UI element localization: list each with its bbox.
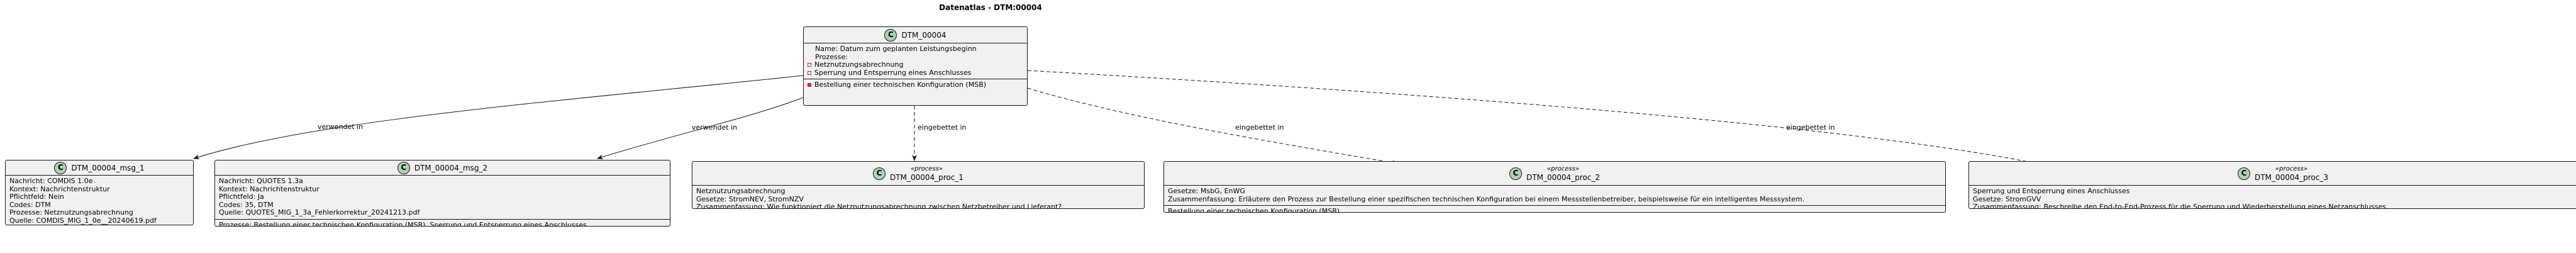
attr-process: Netznutzungsabrechnung bbox=[814, 60, 904, 69]
class-attributes: Netznutzungsabrechnung Gesetze: StromNEV… bbox=[692, 186, 1144, 209]
attr-line: Prozesse: Netznutzungsabrechnung bbox=[9, 208, 133, 216]
class-header: C «process» DTM_00004_proc_2 bbox=[1164, 162, 1945, 186]
attr-line: Kontext: Nachrichtenstruktur bbox=[9, 184, 110, 193]
edge-main-msg1 bbox=[193, 75, 804, 160]
class-name: DTM_00004 bbox=[901, 30, 947, 40]
class-methods: Bestellung einer technischen Konfigurati… bbox=[804, 79, 1027, 91]
edge-label-proc3: eingebettet in bbox=[1786, 123, 1835, 132]
private-field-icon bbox=[808, 63, 811, 67]
attr-line: Gesetze: StromGVV bbox=[1973, 194, 2041, 203]
class-dtm-00004-proc-2[interactable]: C «process» DTM_00004_proc_2 Gesetze: Ms… bbox=[1163, 161, 1946, 213]
class-attributes: Gesetze: MsbG, EnWG Zusammenfassung: Erl… bbox=[1164, 186, 1945, 205]
edge-label-proc1: eingebettet in bbox=[918, 123, 967, 132]
class-dtm-00004-msg-1[interactable]: C DTM_00004_msg_1 Nachricht: COMDIS 1.0e… bbox=[5, 160, 194, 225]
stereotype-label: «process» bbox=[2275, 165, 2307, 172]
class-dtm-00004-msg-2[interactable]: C DTM_00004_msg_2 Nachricht: QUOTES 1.3a… bbox=[214, 160, 670, 227]
edge-label-msg1: verwendet in bbox=[318, 123, 364, 131]
attr-line: Codes: 35, DTM bbox=[219, 200, 274, 209]
attr-process-row: Netznutzungsabrechnung bbox=[808, 60, 1023, 69]
class-header: C «process» DTM_00004_proc_1 bbox=[692, 162, 1144, 186]
class-header: C DTM_00004 bbox=[804, 27, 1027, 43]
attr-line: Name: Datum zum geplanten Leistungsbegin… bbox=[815, 45, 977, 53]
class-header: C «process» DTM_00004_proc_3 bbox=[1969, 162, 2576, 186]
class-name: DTM_00004_msg_2 bbox=[414, 163, 488, 172]
attr-line: Nachricht: COMDIS 1.0e bbox=[9, 177, 93, 185]
class-dtm-00004-proc-1[interactable]: C «process» DTM_00004_proc_1 Netznutzung… bbox=[692, 161, 1145, 209]
class-c-icon: C bbox=[54, 161, 67, 174]
edge-main-proc2 bbox=[1027, 87, 1399, 166]
private-method-icon bbox=[808, 83, 811, 87]
method-line: Bestellung einer technischen Konfigurati… bbox=[1168, 207, 1340, 213]
method-line: Bestellung einer technischen Konfigurati… bbox=[814, 81, 987, 89]
class-c-icon: C bbox=[397, 161, 410, 174]
class-name: DTM_00004_msg_1 bbox=[71, 163, 145, 172]
edge-label-proc2: eingebettet in bbox=[1235, 123, 1284, 132]
attr-line: Zusammenfassung: Wie funktioniert die Ne… bbox=[696, 203, 1062, 209]
class-attributes: Name: Datum zum geplanten Leistungsbegin… bbox=[804, 43, 1027, 79]
private-field-icon bbox=[808, 70, 811, 75]
attr-line: Sperrung und Entsperrung eines Anschluss… bbox=[1973, 187, 2130, 195]
attr-line: Pflichtfeld: Ja bbox=[219, 193, 264, 201]
attr-line: Quelle: QUOTES_MIG_1_3a_Fehlerkorrektur_… bbox=[219, 208, 420, 216]
class-name: DTM_00004_proc_3 bbox=[2255, 172, 2328, 182]
attr-line: Kontext: Nachrichtenstruktur bbox=[219, 184, 319, 193]
class-attributes: Nachricht: QUOTES 1.3a Kontext: Nachrich… bbox=[215, 176, 670, 219]
attr-line: Zusammenfassung: Beschreibe den End-to-E… bbox=[1973, 203, 2386, 209]
edge-main-proc3 bbox=[1027, 70, 2045, 167]
class-header: C DTM_00004_msg_1 bbox=[6, 160, 193, 176]
attr-process: Sperrung und Entsperrung eines Anschluss… bbox=[814, 68, 972, 77]
stereotype-label: «process» bbox=[911, 165, 943, 172]
class-dtm-00004-proc-3[interactable]: C «process» DTM_00004_proc_3 Sperrung un… bbox=[1968, 161, 2576, 209]
attr-line: Gesetze: MsbG, EnWG bbox=[1168, 187, 1245, 195]
class-methods: Bestellung einer technischen Konfigurati… bbox=[1164, 205, 1945, 213]
class-header: C DTM_00004_msg_2 bbox=[215, 160, 670, 176]
class-name: DTM_00004_proc_1 bbox=[890, 172, 963, 182]
edge-main-msg2 bbox=[597, 97, 804, 160]
attr-line: Quelle: COMDIS_MIG_1_0e__20240619.pdf bbox=[9, 216, 157, 225]
diagram-title: Datenatlas - DTM:00004 bbox=[939, 3, 1042, 12]
stereotype-label: «process» bbox=[1547, 165, 1579, 172]
attr-line: Pflichtfeld: Nein bbox=[9, 193, 64, 201]
attr-line: Gesetze: StromNEV, StromNZV bbox=[696, 194, 804, 203]
class-c-icon: C bbox=[884, 28, 897, 42]
class-dtm-00004[interactable]: C DTM_00004 Name: Datum zum geplanten Le… bbox=[803, 26, 1028, 106]
attr-line: Nachricht: QUOTES 1.3a bbox=[219, 177, 303, 185]
attr-line: Codes: DTM bbox=[9, 200, 51, 209]
class-c-icon: C bbox=[1509, 167, 1523, 180]
edge-label-msg2: verwendet in bbox=[692, 123, 738, 132]
class-attributes: Sperrung und Entsperrung eines Anschluss… bbox=[1969, 186, 2576, 209]
attr-process-row: Sperrung und Entsperrung eines Anschluss… bbox=[808, 69, 1023, 77]
class-name: DTM_00004_proc_2 bbox=[1526, 172, 1600, 182]
class-attributes: Nachricht: COMDIS 1.0e Kontext: Nachrich… bbox=[6, 176, 193, 225]
attr-line: Netznutzungsabrechnung bbox=[696, 187, 786, 195]
class-methods: Prozesse: Bestellung einer technischen K… bbox=[215, 218, 670, 227]
class-c-icon: C bbox=[873, 167, 886, 180]
class-c-icon: C bbox=[2238, 167, 2251, 180]
method-line: Prozesse: Bestellung einer technischen K… bbox=[219, 220, 587, 227]
attr-line: Prozesse: bbox=[815, 52, 848, 61]
attr-line: Zusammenfassung: Erläutere den Prozess z… bbox=[1168, 194, 1805, 203]
